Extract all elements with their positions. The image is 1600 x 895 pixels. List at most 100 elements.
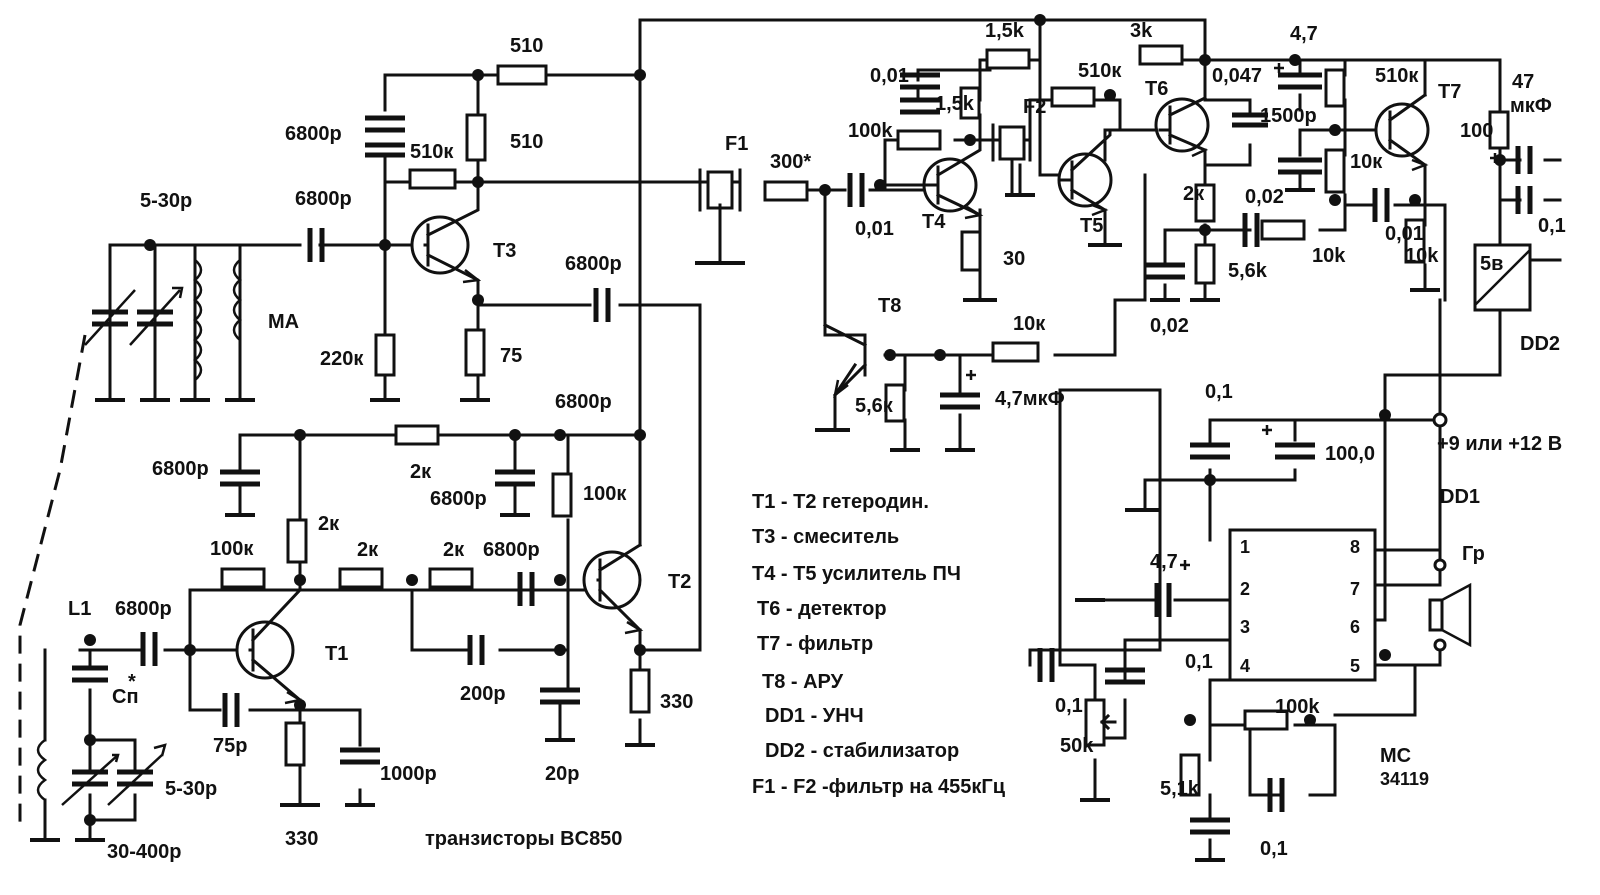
resistor-2k-t1 bbox=[286, 518, 308, 564]
cap-6800-t3-in bbox=[307, 228, 325, 262]
label-t5: T5 bbox=[1080, 215, 1103, 237]
cap-6800-l1 bbox=[140, 632, 158, 666]
label-r75: 75 bbox=[500, 345, 522, 367]
label-r510k-t3: 510к bbox=[410, 141, 454, 163]
label-c0-02-b: 0,02 bbox=[1150, 315, 1189, 337]
label-r5-1k: 5,1k bbox=[1160, 778, 1200, 800]
resistor-10k-mid bbox=[1260, 219, 1306, 241]
resistor-30 bbox=[960, 230, 982, 272]
resistor-330-t1 bbox=[284, 721, 306, 767]
legend-item: F1 - F2 -фильтр на 455кГц bbox=[752, 776, 1006, 798]
label-r2k-top: 2к bbox=[410, 461, 432, 483]
resistor-10k-out bbox=[1404, 218, 1426, 264]
label-r510-mid: 510 bbox=[510, 131, 543, 153]
cap-75 bbox=[222, 693, 240, 727]
coils bbox=[18, 259, 242, 830]
cap-6800-t3-out bbox=[593, 288, 611, 322]
label-c6800-t2: 6800р bbox=[483, 539, 540, 561]
label-c0-1-bot: 0,1 bbox=[1260, 838, 1288, 860]
coil-l1 bbox=[36, 738, 48, 802]
label-r100k-t4: 100k bbox=[848, 120, 893, 142]
label-r510k-t6: 510к bbox=[1078, 60, 1122, 82]
resistor-510-vertical bbox=[465, 113, 487, 162]
resistor-100-dd2 bbox=[1488, 110, 1510, 150]
label-c0-047: 0,047 bbox=[1212, 65, 1262, 87]
resistor-2k-t6 bbox=[1194, 183, 1216, 223]
label-r330-t2: 330 bbox=[660, 691, 693, 713]
cap-1500 bbox=[1232, 112, 1268, 128]
label-c0-1-in: 0,1 bbox=[1055, 695, 1083, 717]
label-r10k-out: 10k bbox=[1405, 245, 1439, 267]
resistor-75 bbox=[464, 328, 486, 377]
resistor-3k bbox=[1138, 44, 1184, 66]
resistor-220k bbox=[374, 333, 396, 377]
cap-0-1-dd1 bbox=[1190, 442, 1230, 460]
legend-item: T6 - детектор bbox=[757, 598, 887, 620]
cap-var-5-30-bot bbox=[117, 769, 153, 787]
pin-1: 1 bbox=[1240, 537, 1250, 557]
cap-47mkf bbox=[1515, 146, 1533, 174]
label-c6800-under2k: 6800р bbox=[430, 488, 487, 510]
label-c6800-t3: 6800р bbox=[285, 123, 342, 145]
pin-3: 3 bbox=[1240, 617, 1250, 637]
label-dd1: DD1 bbox=[1440, 486, 1480, 508]
label-r1-5k-f2: 1,5k bbox=[935, 93, 975, 115]
resistor-510k-t6 bbox=[1050, 86, 1096, 108]
legend-item: T7 - фильтр bbox=[757, 633, 873, 655]
dd1-box bbox=[1228, 528, 1377, 682]
label-c0-01-a: 0,01 bbox=[855, 218, 894, 240]
label-c1500: 1500р bbox=[1260, 105, 1317, 127]
label-dd2: DD2 bbox=[1520, 333, 1560, 355]
cap-0-02-gnd bbox=[1145, 262, 1185, 280]
resistors bbox=[220, 44, 1510, 797]
junctions bbox=[84, 14, 1506, 826]
label-c4-7-dd1: 4,7 bbox=[1150, 551, 1178, 573]
cap-0-1-bot bbox=[1190, 817, 1230, 835]
cap-0-01-a bbox=[847, 173, 865, 207]
label-c1000: 1000р bbox=[380, 763, 437, 785]
label-supply: +9 или +12 В bbox=[1437, 433, 1562, 455]
speaker-icon bbox=[1428, 558, 1472, 652]
resistor-10k-t7 bbox=[1324, 148, 1346, 194]
label-c0-1-pot: 0,1 bbox=[1185, 651, 1213, 673]
label-c47: 47 bbox=[1512, 71, 1534, 93]
label-c0-1-dd1: 0,1 bbox=[1205, 381, 1233, 403]
cap-6800-t3-top bbox=[365, 115, 405, 133]
label-r10k-mid: 10k bbox=[1312, 245, 1346, 267]
transistor-t7 bbox=[1374, 92, 1430, 172]
label-csp: Сп bbox=[112, 686, 139, 708]
resistor-300 bbox=[763, 180, 809, 202]
label-r100k-t2: 100к bbox=[583, 483, 627, 505]
resistor-510-top bbox=[496, 64, 548, 86]
label-c0-02-a: 0,02 bbox=[1245, 186, 1284, 208]
label-r100k-t1: 100к bbox=[210, 538, 254, 560]
cap-4-7mkf bbox=[940, 392, 980, 410]
label-transistors: транзисторы BC850 bbox=[425, 828, 622, 850]
wires bbox=[43, 18, 1562, 862]
resistor-5-6k bbox=[1194, 243, 1216, 285]
label-ma: МА bbox=[268, 311, 299, 333]
gang-link bbox=[18, 334, 87, 830]
label-mc-num: 34119 bbox=[1380, 769, 1429, 789]
cap-0-1-in bbox=[1037, 648, 1055, 682]
label-f1: F1 bbox=[725, 133, 748, 155]
resistor-100k-t1 bbox=[220, 567, 266, 589]
cap-200 bbox=[467, 635, 485, 665]
transistor-t5 bbox=[1057, 128, 1113, 217]
cap-4-7-top bbox=[1278, 72, 1322, 90]
label-t8: T8 bbox=[878, 295, 901, 317]
label-c0-1-dd2: 0,1 bbox=[1538, 215, 1566, 237]
pin-2: 2 bbox=[1240, 579, 1250, 599]
transistor-t8 bbox=[822, 322, 868, 399]
filter-f1 bbox=[698, 168, 742, 212]
legend: T1 - T2 гетеродин. T3 - смеситель T4 - T… bbox=[752, 491, 1006, 798]
resistor-5-1k bbox=[1179, 753, 1201, 797]
pin-7: 7 bbox=[1350, 579, 1360, 599]
label-t3: T3 bbox=[493, 240, 516, 262]
cap-0-01-c bbox=[1372, 188, 1390, 222]
dd1-amplifier: 1 2 3 4 8 7 6 5 bbox=[1228, 528, 1377, 682]
label-c4-7-top: 4,7 bbox=[1290, 23, 1318, 45]
label-c6800-mid: 6800р bbox=[555, 391, 612, 413]
resistor-1-5k-top bbox=[985, 48, 1031, 70]
label-pot50k: 50k bbox=[1060, 735, 1094, 757]
